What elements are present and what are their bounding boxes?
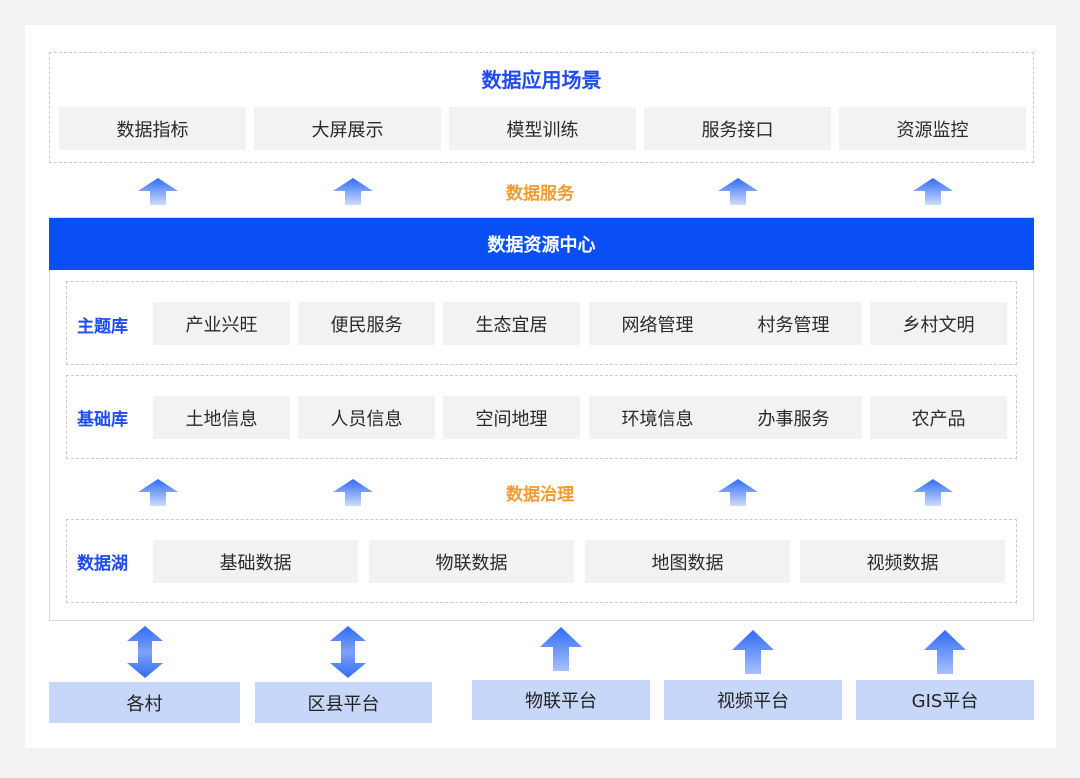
- lake-item: 物联数据: [369, 540, 574, 583]
- up-arrow-icon: [913, 178, 953, 205]
- scene-item: 资源监控: [839, 107, 1026, 150]
- lake-item: 基础数据: [153, 540, 358, 583]
- scene-item: 服务接口: [644, 107, 831, 150]
- base-item: 农产品: [870, 396, 1007, 439]
- governance-label: 数据治理: [506, 484, 574, 505]
- bidirectional-arrow-icon: [127, 626, 163, 678]
- data-lake-row: [66, 519, 1017, 603]
- service-label: 数据服务: [506, 183, 574, 204]
- theme-item: 生态宜居: [443, 302, 580, 345]
- diagram-card: 数据应用场景 数据指标 大屏展示 模型训练 服务接口 资源监控 数据服务 数据资…: [25, 25, 1056, 748]
- up-arrow-icon: [924, 630, 966, 674]
- theme-item: 村务管理: [725, 302, 862, 345]
- base-item: 环境信息: [589, 396, 726, 439]
- up-arrow-icon: [540, 627, 582, 671]
- base-item: 办事服务: [725, 396, 862, 439]
- resource-center-panel: [49, 217, 1034, 621]
- theme-library-row: [66, 281, 1017, 365]
- theme-item: 乡村文明: [870, 302, 1007, 345]
- base-item: 人员信息: [298, 396, 435, 439]
- scene-item: 大屏展示: [254, 107, 441, 150]
- base-item: 空间地理: [443, 396, 580, 439]
- scenes-title: 数据应用场景: [481, 67, 602, 92]
- up-arrow-icon: [333, 178, 373, 205]
- source-box: 视频平台: [664, 680, 842, 720]
- data-lake-label: 数据湖: [77, 554, 128, 574]
- lake-item: 视频数据: [800, 540, 1005, 583]
- up-arrow-icon: [138, 178, 178, 205]
- source-box: GIS平台: [856, 680, 1034, 720]
- up-arrow-icon: [718, 479, 758, 506]
- scenes-panel: [49, 52, 1034, 163]
- theme-item: 产业兴旺: [153, 302, 290, 345]
- theme-library-label: 主题库: [77, 317, 128, 337]
- source-box: 区县平台: [255, 682, 432, 723]
- bidirectional-arrow-icon: [330, 626, 366, 678]
- up-arrow-icon: [333, 479, 373, 506]
- resource-center-banner: 数据资源中心: [49, 218, 1034, 270]
- scene-item: 数据指标: [59, 107, 246, 150]
- source-box: 各村: [49, 682, 240, 723]
- up-arrow-icon: [138, 479, 178, 506]
- base-library-label: 基础库: [77, 410, 128, 430]
- base-item: 土地信息: [153, 396, 290, 439]
- up-arrow-icon: [718, 178, 758, 205]
- source-box: 物联平台: [472, 680, 650, 720]
- theme-item: 网络管理: [589, 302, 726, 345]
- up-arrow-icon: [732, 630, 774, 674]
- theme-item: 便民服务: [298, 302, 435, 345]
- scene-item: 模型训练: [449, 107, 636, 150]
- lake-item: 地图数据: [585, 540, 790, 583]
- up-arrow-icon: [913, 479, 953, 506]
- base-library-row: [66, 375, 1017, 459]
